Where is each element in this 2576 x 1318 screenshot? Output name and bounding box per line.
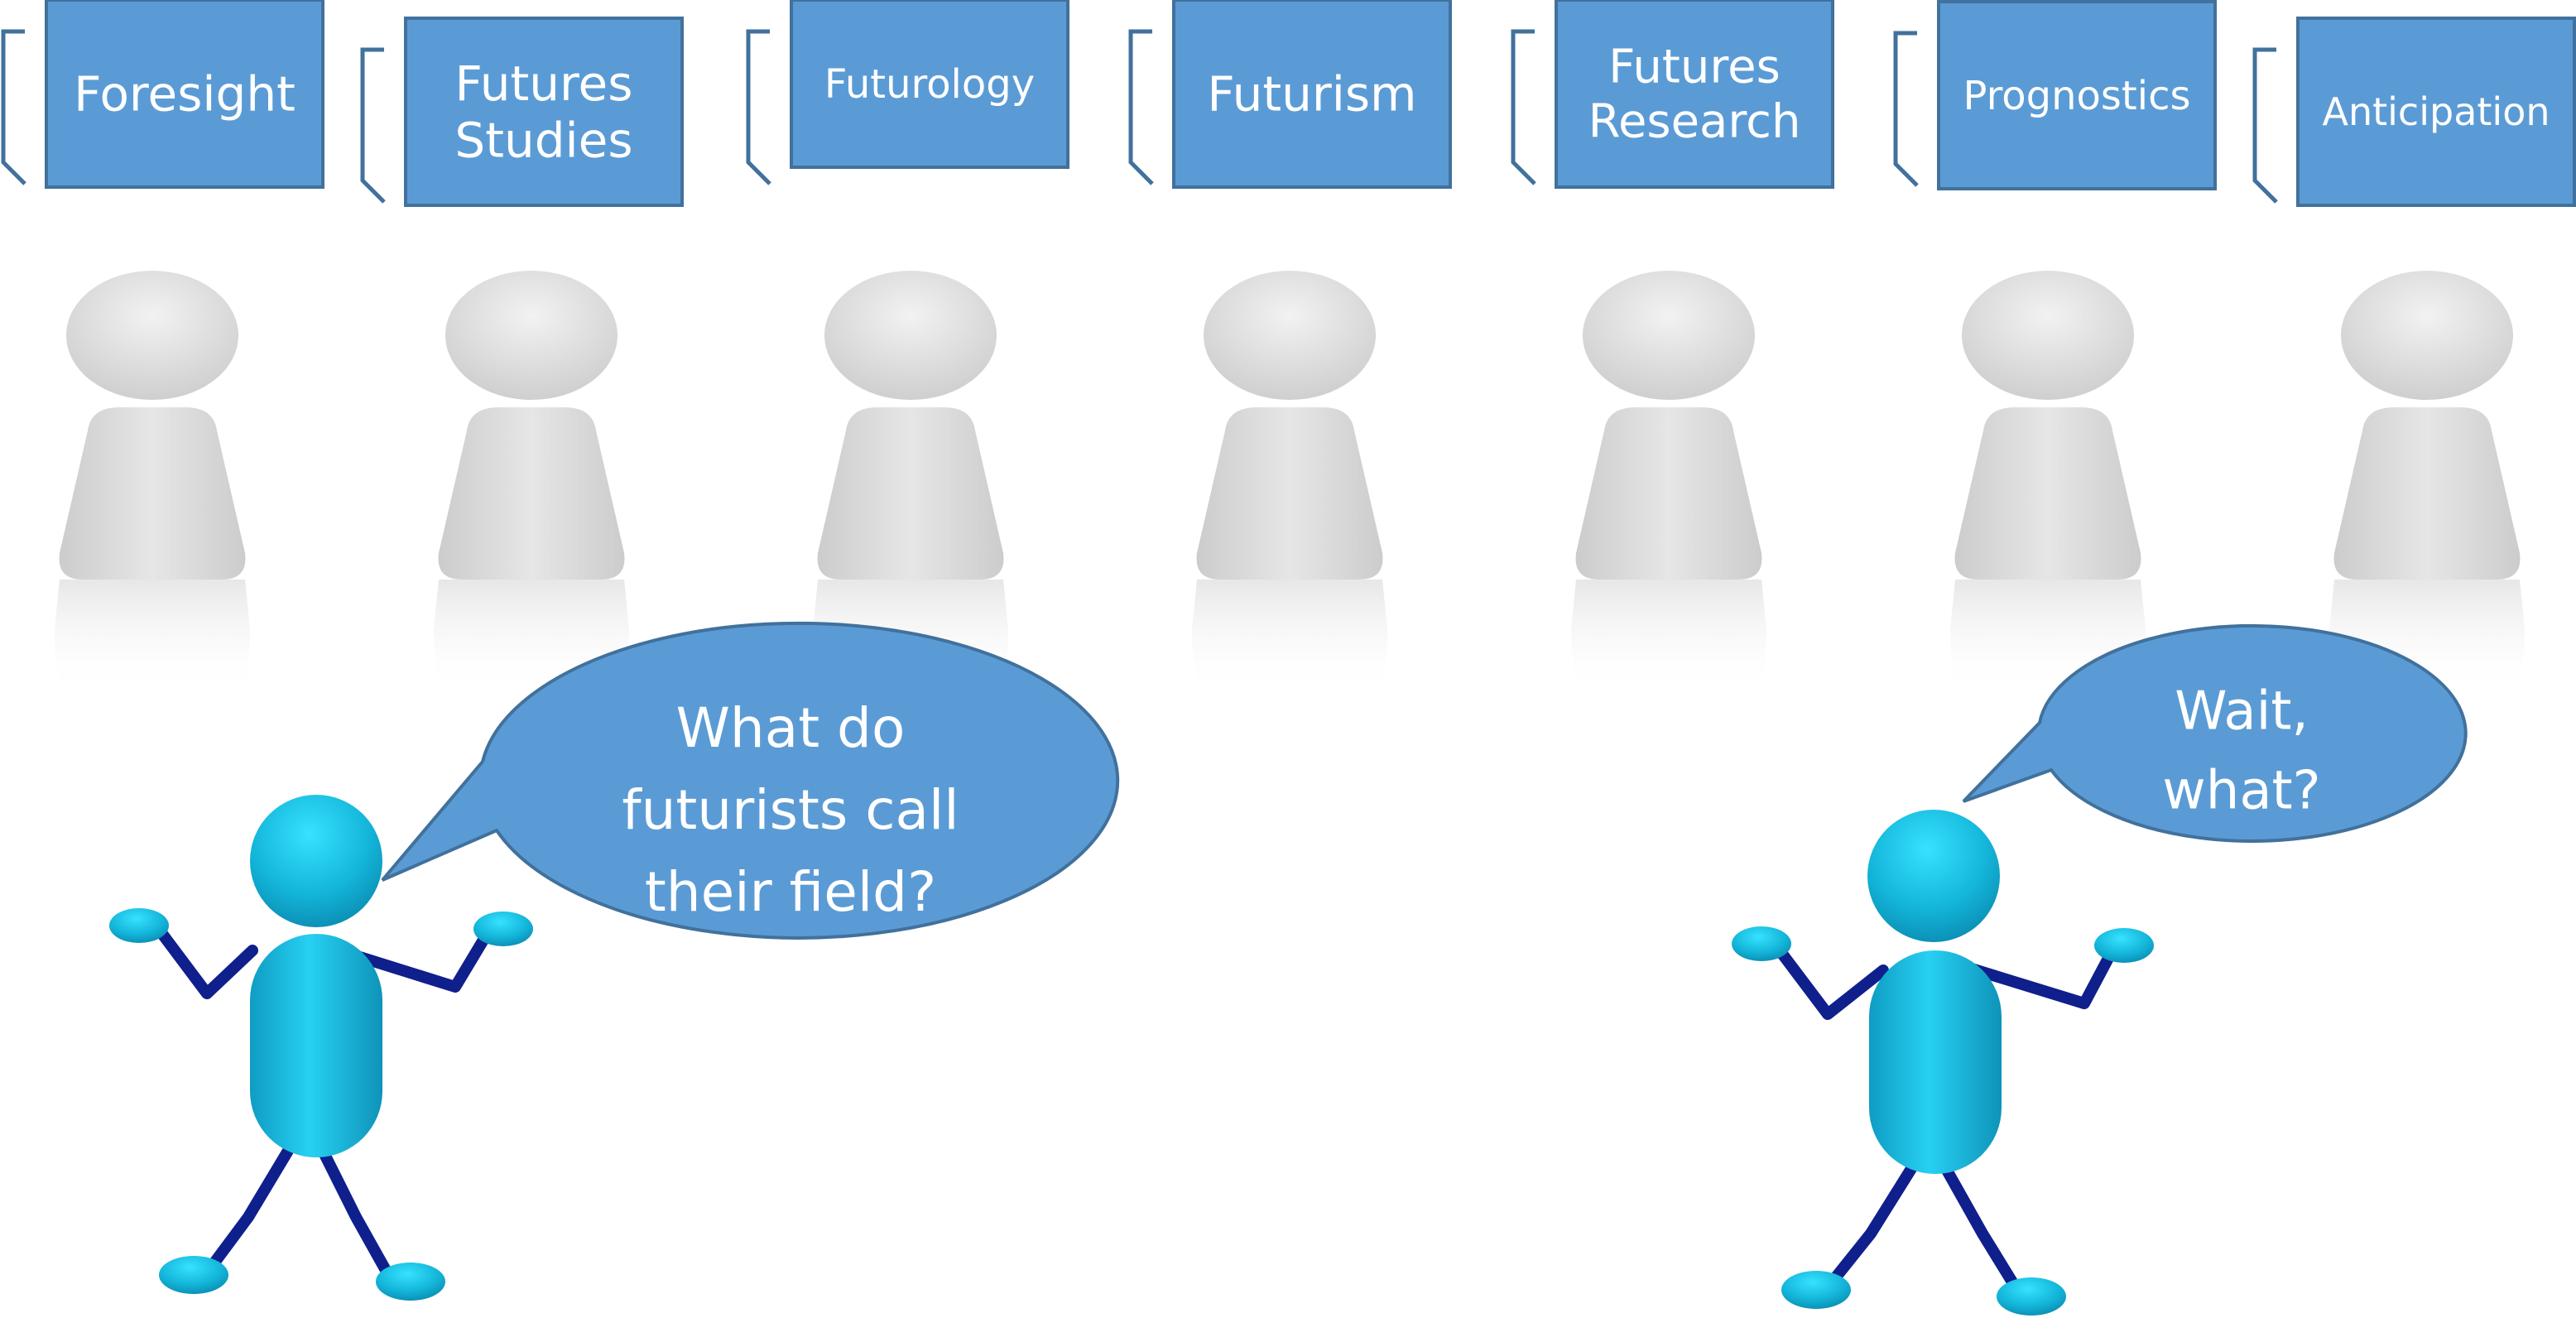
- stick-figure-right-body: [1869, 950, 2002, 1174]
- silhouette-reflection: [1192, 580, 1387, 695]
- term-prognostics: Prognostics: [1893, 0, 2217, 190]
- stick-figure-right-left-leg: [1822, 1162, 1918, 1293]
- stick-figure-right: [1732, 810, 2154, 1316]
- stick-figure-right-right-leg: [1939, 1162, 2024, 1297]
- silhouette-head: [824, 271, 997, 400]
- term-bracket: [1893, 31, 1919, 187]
- silhouette-head: [1204, 271, 1376, 400]
- term-box: [1172, 0, 1452, 189]
- silhouette-torso: [438, 407, 625, 580]
- speech-bubble-right: Wait,what?: [1962, 623, 2468, 843]
- term-bracket: [1128, 29, 1154, 185]
- silhouette-person: [1192, 271, 1387, 695]
- silhouette-torso: [2333, 407, 2521, 580]
- term-label: Futurology: [824, 61, 1035, 108]
- term-bracket: [360, 47, 386, 204]
- silhouette-head: [2341, 271, 2513, 400]
- stick-figure-left-right-hand: [473, 912, 533, 946]
- silhouette-person: [434, 271, 629, 695]
- term-bracket: [2252, 47, 2278, 204]
- stick-figure-right-right-arm: [1960, 945, 2118, 1009]
- silhouette-reflection: [1571, 580, 1766, 695]
- stick-figure-left-body: [250, 934, 382, 1157]
- term-label: Prognostics: [1963, 73, 2191, 119]
- silhouette-person: [1571, 271, 1766, 695]
- term-box: [1555, 0, 1834, 189]
- silhouette-head: [1583, 271, 1755, 400]
- silhouette-person: [55, 271, 250, 695]
- stick-figure-right-left-arm: [1774, 945, 1889, 1020]
- stick-figure-left-left-arm: [151, 921, 258, 999]
- speech-bubble-right-text: Wait,what?: [2162, 681, 2320, 821]
- stick-figure-right-left-hand: [1732, 926, 1791, 961]
- stick-figure-left-left-leg: [199, 1145, 294, 1281]
- stick-figure-left-left-foot: [159, 1256, 228, 1294]
- silhouette-person: [2329, 271, 2525, 695]
- term-bracket: [1, 29, 26, 185]
- stick-figure-left: [109, 795, 533, 1301]
- term-box: [1937, 0, 2217, 190]
- silhouette-torso: [1196, 407, 1383, 580]
- term-label: Foresight: [74, 65, 296, 122]
- speech-bubble-right-shape: [1962, 623, 2468, 843]
- term-label: Anticipation: [2322, 89, 2550, 134]
- silhouette-torso: [1575, 407, 1762, 580]
- stick-figure-left-head: [250, 795, 382, 927]
- stick-figure-left-right-foot: [376, 1263, 445, 1301]
- term-anticipation: Anticipation: [2252, 17, 2576, 207]
- stick-figure-left-left-hand: [109, 908, 169, 943]
- silhouette-torso: [1954, 407, 2141, 580]
- silhouette-person: [1950, 271, 2146, 695]
- silhouette-head: [1962, 271, 2134, 400]
- silhouette-reflection: [55, 580, 250, 695]
- term-futurology: Futurology: [746, 0, 1069, 185]
- silhouette-head: [445, 271, 618, 400]
- stick-figure-left-right-leg: [317, 1145, 396, 1285]
- stick-figure-right-left-foot: [1781, 1271, 1851, 1309]
- stick-figure-right-right-hand: [2094, 928, 2154, 963]
- term-label: Futurism: [1207, 65, 1416, 122]
- term-box: [404, 17, 684, 207]
- term-box: [45, 0, 324, 189]
- term-bracket: [746, 29, 771, 185]
- term-box: [790, 0, 1069, 169]
- stick-figure-right-right-foot: [1997, 1277, 2066, 1316]
- silhouette-head: [66, 271, 238, 400]
- term-bracket: [1511, 29, 1536, 185]
- silhouette-torso: [817, 407, 1004, 580]
- silhouette-row: [55, 271, 2525, 695]
- term-box: [2296, 17, 2576, 207]
- speech-bubble-left-shape: [381, 621, 1120, 940]
- term-futurism: Futurism: [1128, 0, 1452, 189]
- term-foresight: Foresight: [1, 0, 324, 189]
- stick-figure-right-head: [1867, 810, 2000, 942]
- silhouette-torso: [59, 407, 246, 580]
